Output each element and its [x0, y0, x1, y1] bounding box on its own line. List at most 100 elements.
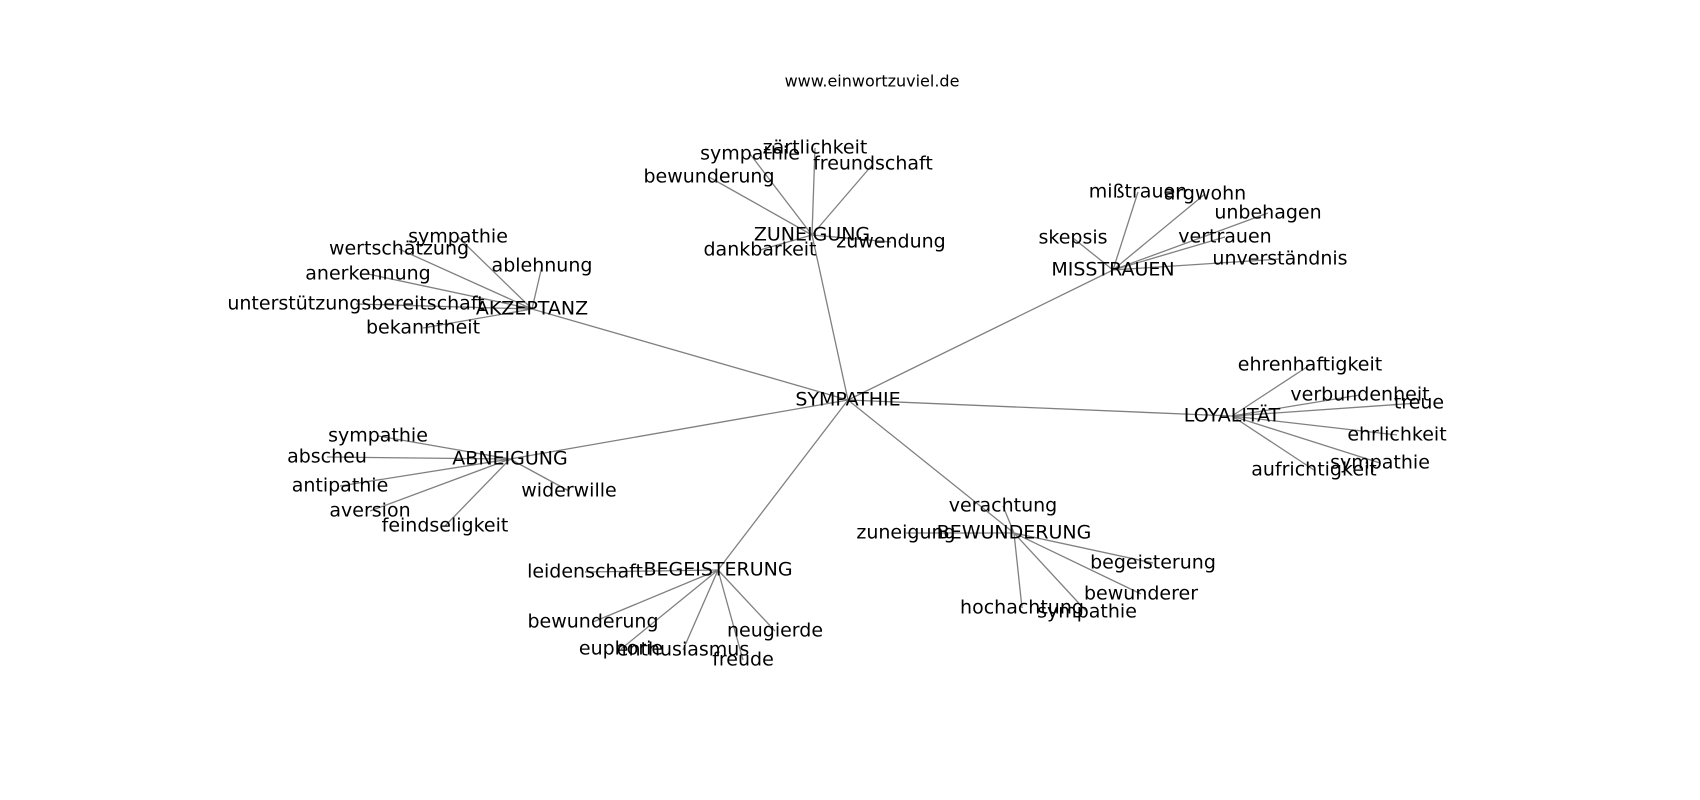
leaf-node-aversion: aversion [329, 500, 410, 522]
leaf-node-skepsis: skepsis [1038, 227, 1107, 249]
edge-abneigung-widerwille [509, 458, 570, 492]
leaf-node-vertrauen: vertrauen [1178, 226, 1271, 248]
edge-loyalitaet-treue [1231, 402, 1420, 417]
edge-akzeptanz-wertschaetzung [398, 248, 533, 310]
leaf-node-verachtung: verachtung [949, 495, 1057, 517]
leaf-node-feindseligkeit: feindseligkeit [382, 515, 509, 537]
edge-begeisterung-neugierde [717, 569, 776, 632]
edge-zuneigung-zaertlichkeit [811, 147, 816, 236]
leaf-node-freundschaft: freundschaft [813, 153, 933, 175]
leaf-node-treue: treue [1394, 392, 1444, 414]
leaf-node-bewunderung: bewunderung [527, 611, 658, 633]
leaf-node-sympathie: sympathie [1037, 601, 1137, 623]
leaf-node-unbehagen: unbehagen [1214, 202, 1321, 224]
leaf-node-antipathie: antipathie [292, 475, 389, 497]
leaf-node-leidenschaft: leidenschaft [527, 561, 643, 583]
hub-node-bewunderung: BEWUNDERUNG [937, 522, 1092, 544]
edge-root-loyalitaet [847, 399, 1233, 417]
edge-abneigung-antipathie [339, 458, 511, 487]
leaf-node-sympathie: sympathie [328, 425, 428, 447]
edge-bewunderung-begeisterung [1013, 532, 1154, 564]
leaf-node-bewunderung: bewunderung [643, 166, 774, 188]
edge-begeisterung-enthusiasmus [682, 569, 719, 651]
edge-akzeptanz-ablehnung [531, 265, 543, 310]
leaf-node-wertschaetzung: wertschätzung [329, 238, 469, 260]
leaf-node-euphorie: euphorie [579, 638, 663, 660]
root-node-sympathie: SYMPATHIE [795, 389, 900, 411]
edge-bewunderung-verachtung [1002, 505, 1015, 534]
edge-misstrauen-skepsis [1072, 237, 1114, 271]
edge-misstrauen-vertrauen [1112, 236, 1226, 271]
leaf-node-neugierde: neugierde [727, 620, 823, 642]
leaf-node-sympathie: sympathie [408, 226, 508, 248]
leaf-node-abscheu: abscheu [287, 446, 367, 468]
edge-bewunderung-sympathie [1013, 532, 1088, 613]
edge-begeisterung-bewunderung [592, 569, 719, 623]
edge-misstrauen-misstrauen [1112, 191, 1139, 271]
edge-abneigung-abscheu [326, 456, 511, 460]
leaf-node-sympathie: sympathie [1330, 452, 1430, 474]
edge-bewunderung-bewunderer [1013, 532, 1142, 595]
leaf-node-sympathie: sympathie [700, 143, 800, 165]
leaf-node-argwohn: argwohn [1164, 183, 1246, 205]
leaf-node-begeisterung: begeisterung [1090, 552, 1216, 574]
leaf-node-zaertlichkeit: zärtlichkeit [763, 137, 868, 159]
edge-root-abneigung [509, 399, 849, 460]
edge-root-akzeptanz [531, 308, 849, 401]
leaf-node-unterstuetzungsbereitschaft: unterstützungsbereitschaft [227, 293, 484, 315]
leaf-node-hochachtung: hochachtung [960, 597, 1084, 619]
edge-akzeptanz-anerkennung [367, 273, 533, 310]
edge-zuneigung-freundschaft [811, 163, 874, 236]
hub-node-akzeptanz: AKZEPTANZ [476, 298, 588, 320]
leaf-node-freude: freude [712, 649, 774, 671]
edge-begeisterung-leidenschaft [584, 569, 719, 573]
labels-layer: sympathiezärtlichkeitfreundschaftbewunde… [227, 137, 1446, 671]
leaf-node-bekanntheit: bekanntheit [366, 317, 480, 339]
edge-misstrauen-unverstaendnis [1112, 258, 1281, 271]
leaf-node-verbundenheit: verbundenheit [1290, 384, 1429, 406]
leaf-node-misstrauen: mißtrauen [1089, 181, 1187, 203]
leaf-node-dankbarkeit: dankbarkeit [703, 239, 816, 261]
leaf-node-widerwille: widerwille [521, 480, 616, 502]
edge-bewunderung-hochachtung [1013, 532, 1023, 609]
edge-abneigung-feindseligkeit [444, 458, 511, 527]
hub-node-abneigung: ABNEIGUNG [452, 448, 567, 470]
edge-loyalitaet-ehrenhaftigkeit [1231, 364, 1311, 417]
leaf-node-unverstaendnis: unverständnis [1212, 248, 1347, 270]
edge-loyalitaet-sympathie [1231, 415, 1381, 464]
edge-root-begeisterung [717, 399, 849, 571]
edge-begeisterung-freude [717, 569, 744, 661]
leaf-node-ehrenhaftigkeit: ehrenhaftigkeit [1238, 354, 1382, 376]
hub-node-begeisterung: BEGEISTERUNG [643, 559, 792, 581]
leaf-node-ehrlichkeit: ehrlichkeit [1347, 424, 1446, 446]
edge-loyalitaet-aufrichtigkeit [1231, 415, 1315, 471]
edge-akzeptanz-unterstuetzungsbereitschaft [355, 303, 533, 310]
edge-root-misstrauen [847, 269, 1114, 401]
edge-zuneigung-sympathie [749, 153, 813, 236]
edge-begeisterung-euphorie [620, 569, 719, 650]
edge-misstrauen-argwohn [1112, 193, 1206, 271]
edge-zuneigung-zuwendung [811, 234, 892, 243]
edge-loyalitaet-ehrlichkeit [1231, 415, 1398, 436]
hub-node-zuneigung: ZUNEIGUNG [754, 224, 870, 246]
edge-abneigung-sympathie [377, 435, 511, 460]
edge-abneigung-aversion [369, 458, 511, 512]
leaf-node-zuneigung: zuneigung [856, 522, 955, 544]
leaf-node-bewunderer: bewunderer [1084, 583, 1198, 605]
edge-root-zuneigung [811, 234, 849, 401]
edge-root-bewunderung [847, 399, 1015, 534]
leaf-node-aufrichtigkeit: aufrichtigkeit [1251, 459, 1377, 481]
source-url: www.einwortzuviel.de [785, 72, 960, 91]
edge-misstrauen-unbehagen [1112, 212, 1269, 271]
edge-loyalitaet-verbundenheit [1231, 394, 1361, 417]
leaf-node-enthusiasmus: enthusiasmus [617, 639, 749, 661]
hub-node-loyalitaet: LOYALITÄT [1184, 404, 1281, 427]
edge-akzeptanz-bekanntheit [422, 308, 533, 329]
edges-layer [326, 147, 1420, 661]
edge-zuneigung-dankbarkeit [759, 234, 813, 251]
leaf-node-anerkennung: anerkennung [305, 263, 430, 285]
edge-akzeptanz-sympathie [457, 236, 533, 310]
hub-node-misstrauen: MISSTRAUEN [1051, 259, 1174, 281]
leaf-node-zuwendung: zuwendung [836, 231, 946, 253]
